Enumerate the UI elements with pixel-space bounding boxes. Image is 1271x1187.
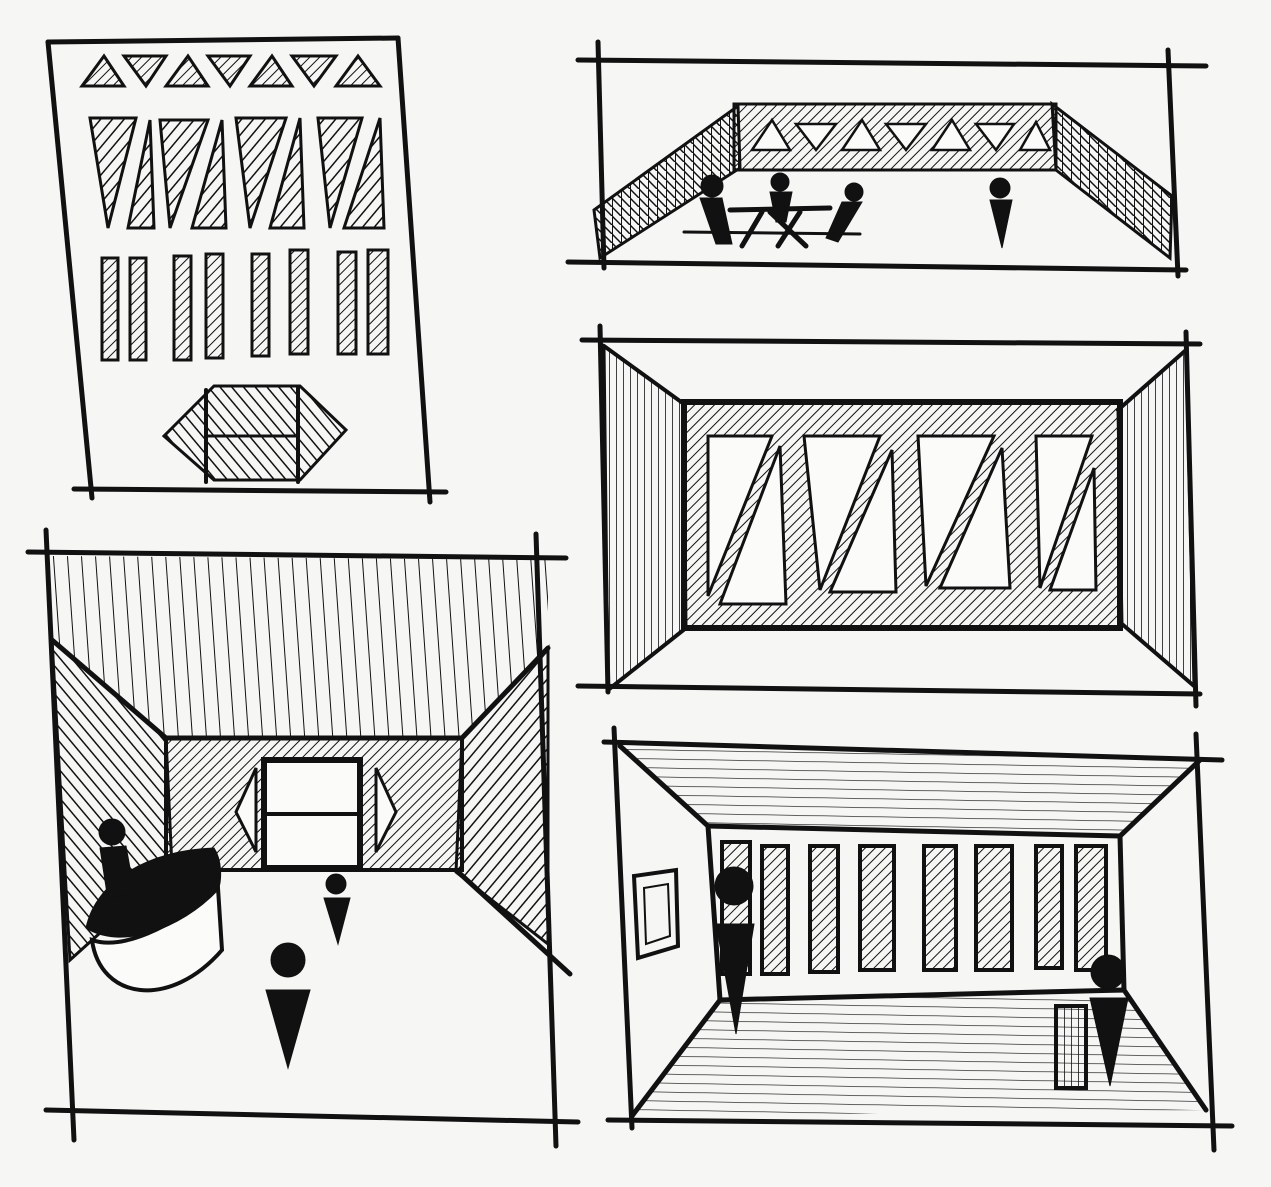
ceiling (50, 556, 548, 738)
ceiling (620, 746, 1200, 836)
person-head (270, 942, 306, 978)
truss-frame (681, 399, 1123, 631)
person-head (325, 873, 347, 895)
wall-artwork (631, 867, 681, 961)
lobby-figures (265, 873, 351, 1070)
truss-bridge-sketch (565, 39, 1209, 279)
person-head (98, 818, 126, 846)
gallery-panels (720, 840, 1108, 976)
diagonal-brace-band (88, 116, 386, 230)
right-side-wall (1050, 100, 1174, 261)
person-head (700, 174, 724, 198)
display-plinth (1054, 1004, 1088, 1090)
person-head (1090, 954, 1126, 990)
triangle-band (79, 53, 383, 89)
gallery-figures (714, 866, 1129, 1090)
person-head (989, 177, 1011, 199)
facade-elevation-sketch (45, 35, 449, 505)
person-head (714, 866, 754, 906)
lobby-sketch (25, 527, 581, 1149)
meeting-table (727, 205, 833, 249)
bridge-figures (682, 172, 1013, 249)
truss-band (732, 102, 1058, 172)
person-head (844, 182, 864, 202)
vertical-slot-band (100, 248, 390, 362)
person-head (770, 172, 790, 192)
gallery-sketch (601, 725, 1235, 1153)
truss-room-sketch (575, 323, 1203, 709)
entrance-portal (161, 384, 349, 484)
reception-desk (85, 818, 225, 993)
back-wall-portal (234, 757, 398, 871)
